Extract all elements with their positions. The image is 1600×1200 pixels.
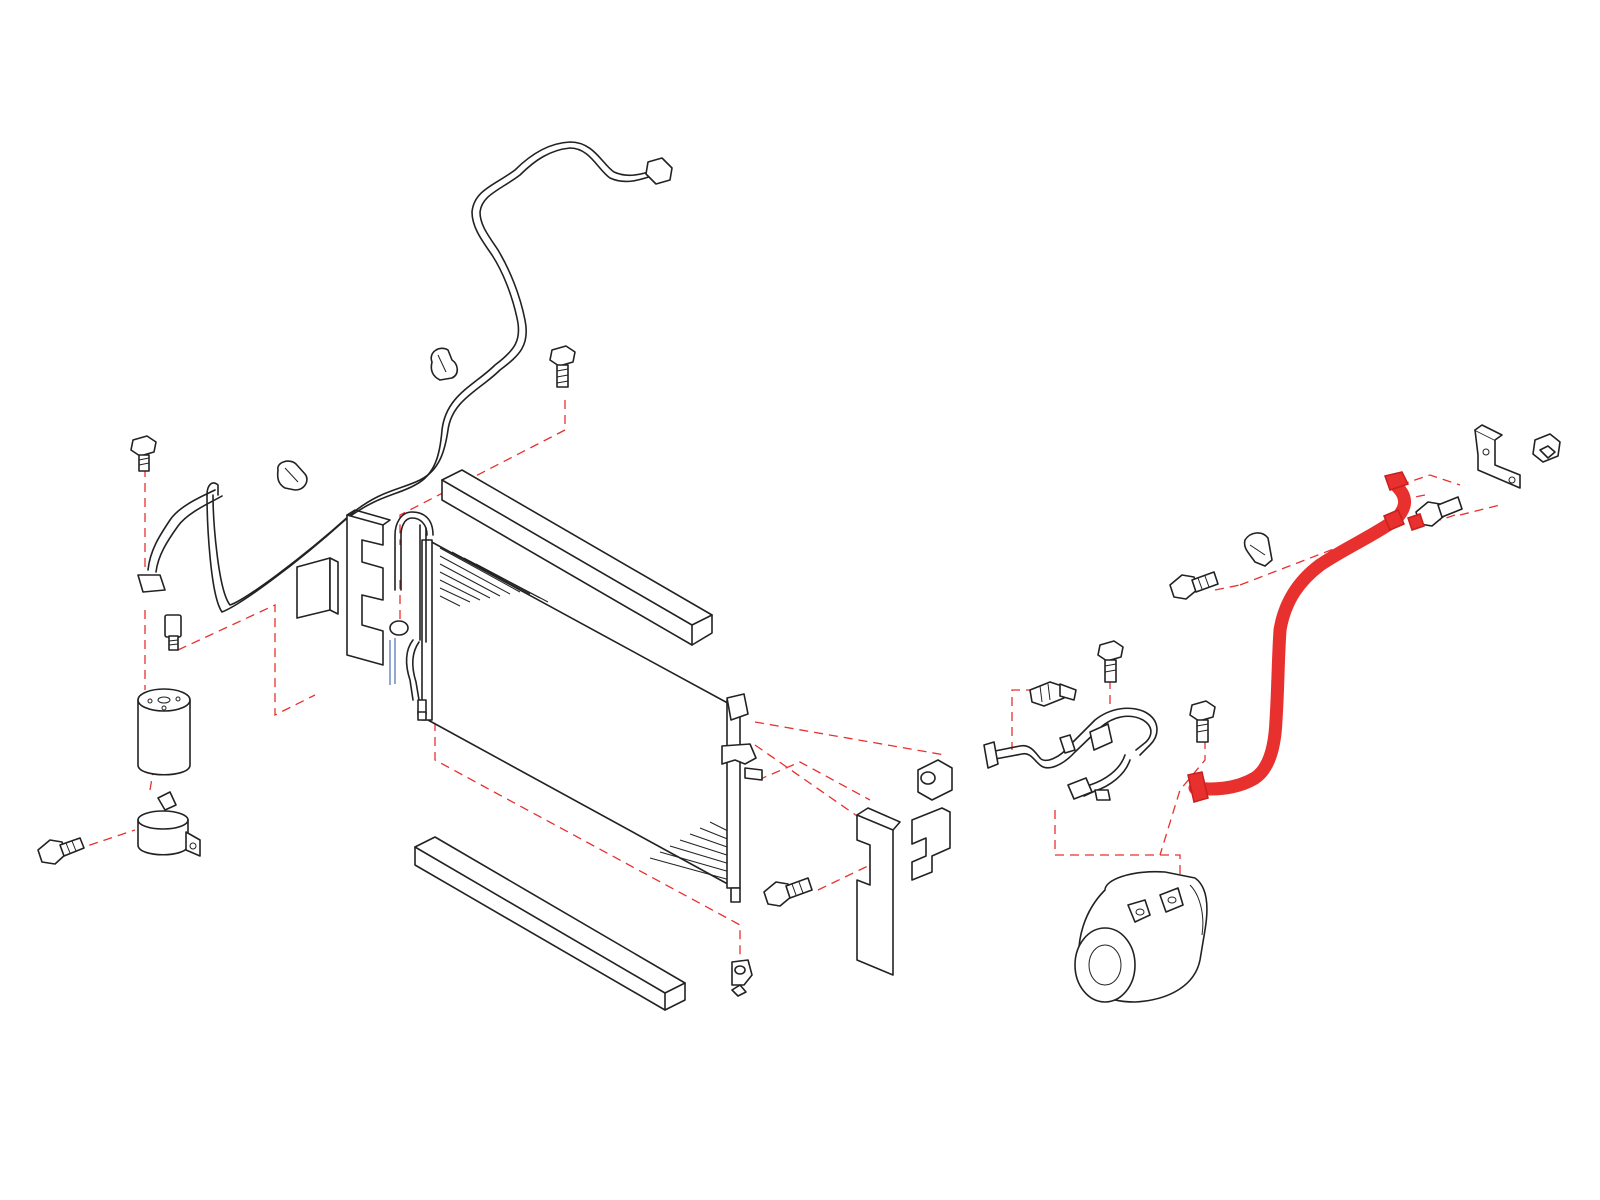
- bolt-top-left: [130, 435, 157, 472]
- bolt-top-center: [549, 345, 576, 388]
- nut-bracket: [1532, 433, 1561, 463]
- rubber-bushing: [917, 759, 953, 801]
- pipe-flare-nut: [645, 157, 673, 185]
- condenser-grommet: [389, 620, 409, 636]
- condenser: [394, 511, 763, 903]
- hose-clip: [1243, 532, 1273, 567]
- suction-pipe: [983, 707, 1158, 801]
- seal-small-left: [296, 557, 339, 619]
- liquid-pipe: [137, 141, 673, 613]
- bolt-suction-pipe: [1097, 640, 1124, 683]
- receiver-drier: [137, 688, 191, 776]
- leader-lines: [74, 400, 1501, 965]
- compressor: [1074, 870, 1208, 1003]
- pressure-switch: [164, 614, 182, 651]
- side-seal-right: [856, 807, 901, 976]
- pipe-clamp-lower: [276, 460, 308, 491]
- bottom-seal-strip: [414, 836, 686, 1011]
- side-seal-left: [346, 509, 391, 666]
- bolt-hose-bracket: [1169, 571, 1219, 600]
- bolt-condenser-lower: [763, 877, 813, 907]
- bolt-receiver-bracket: [37, 837, 85, 865]
- discharge-hose: [1187, 471, 1425, 803]
- bolt-suction-bracket: [1029, 681, 1077, 707]
- pipe-end-fitting: [137, 574, 166, 593]
- hose-bracket: [1474, 424, 1521, 489]
- bolt-discharge-compressor: [1189, 700, 1216, 743]
- receiver-bracket: [137, 791, 201, 857]
- pipe-clamp-upper: [430, 347, 459, 381]
- condenser-lower-mount: [731, 959, 753, 997]
- bracket-seal-right: [911, 807, 951, 881]
- blue-pin: [389, 638, 396, 685]
- top-seal-strip: [441, 469, 713, 646]
